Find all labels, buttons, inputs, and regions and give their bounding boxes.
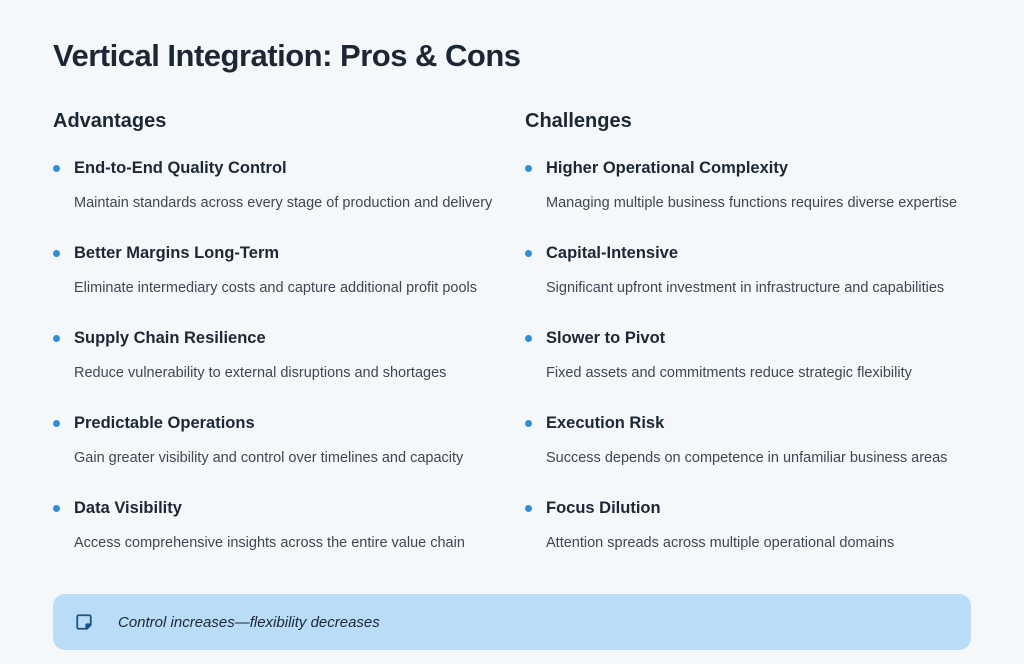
bullet-dot-icon [525, 420, 532, 427]
list-item: Supply Chain Resilience Reduce vulnerabi… [53, 329, 499, 381]
bullet-dot-icon [525, 335, 532, 342]
item-description: Gain greater visibility and control over… [74, 450, 464, 466]
list-item: End-to-End Quality Control Maintain stan… [53, 159, 499, 211]
item-description: Reduce vulnerability to external disrupt… [74, 365, 447, 381]
bullet-dot-icon [53, 165, 60, 172]
pros-cons-columns: Advantages End-to-End Quality Control Ma… [53, 110, 971, 584]
list-item: Higher Operational Complexity Managing m… [525, 159, 971, 211]
advantages-heading: Advantages [53, 110, 167, 132]
challenges-heading: Challenges [525, 110, 632, 132]
bullet-dot-icon [53, 335, 60, 342]
bullet-dot-icon [525, 250, 532, 257]
bullet-dot-icon [53, 250, 60, 257]
item-title: Better Margins Long-Term [74, 244, 280, 262]
list-item: Execution Risk Success depends on compet… [525, 414, 971, 466]
item-title: Higher Operational Complexity [546, 159, 789, 177]
bullet-dot-icon [53, 505, 60, 512]
list-item: Better Margins Long-Term Eliminate inter… [53, 244, 499, 296]
bullet-dot-icon [525, 505, 532, 512]
item-description: Attention spreads across multiple operat… [546, 535, 895, 551]
list-item: Capital-Intensive Significant upfront in… [525, 244, 971, 296]
page-title: Vertical Integration: Pros & Cons [53, 38, 521, 73]
item-description: Fixed assets and commitments reduce stra… [546, 365, 912, 381]
item-description: Managing multiple business functions req… [546, 195, 958, 211]
item-title: Capital-Intensive [546, 244, 679, 262]
item-title: Supply Chain Resilience [74, 329, 266, 347]
bullet-dot-icon [525, 165, 532, 172]
item-description: Significant upfront investment in infras… [546, 280, 945, 296]
list-item: Data Visibility Access comprehensive ins… [53, 499, 499, 551]
item-title: Execution Risk [546, 414, 665, 432]
item-description: Maintain standards across every stage of… [74, 195, 493, 211]
item-title: Predictable Operations [74, 414, 255, 432]
column-advantages: Advantages End-to-End Quality Control Ma… [53, 110, 499, 584]
item-title: Focus Dilution [546, 499, 661, 517]
item-description: Success depends on competence in unfamil… [546, 450, 948, 466]
item-title: End-to-End Quality Control [74, 159, 287, 177]
list-item: Focus Dilution Attention spreads across … [525, 499, 971, 551]
item-description: Eliminate intermediary costs and capture… [74, 280, 477, 296]
item-title: Data Visibility [74, 499, 182, 517]
item-title: Slower to Pivot [546, 329, 666, 347]
list-item: Predictable Operations Gain greater visi… [53, 414, 499, 466]
callout-text: Control increases—flexibility decreases [118, 613, 380, 631]
list-item: Slower to Pivot Fixed assets and commitm… [525, 329, 971, 381]
bullet-dot-icon [53, 420, 60, 427]
item-description: Access comprehensive insights across the… [74, 535, 465, 551]
key-insight-callout: Control increases—flexibility decreases [53, 594, 971, 650]
column-challenges: Challenges Higher Operational Complexity… [525, 110, 971, 584]
sticky-note-icon [75, 613, 93, 631]
